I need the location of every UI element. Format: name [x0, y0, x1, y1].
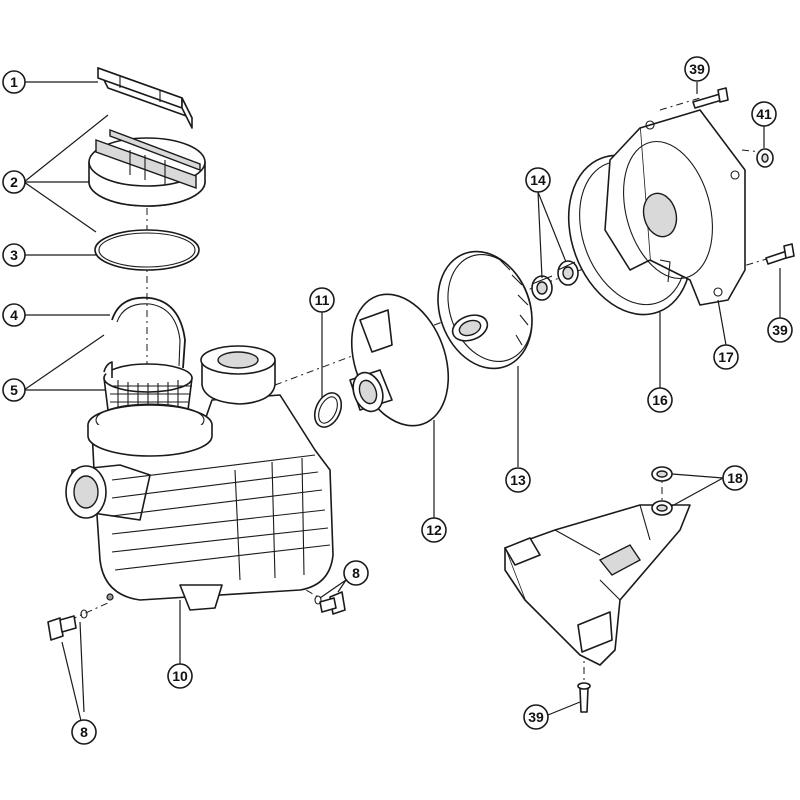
base-bracket-part [504, 504, 691, 666]
callout-10: 10 [167, 663, 193, 689]
callout-2: 2 [2, 170, 26, 194]
pump-lid-part [88, 128, 206, 207]
drain-plug-left-part [47, 609, 88, 641]
callout-39-bottom-label: 39 [528, 709, 544, 725]
handle-bar-part [97, 67, 193, 129]
callout-4: 4 [2, 303, 26, 327]
drain-plug-right-part [314, 591, 346, 615]
axis-drain-left [69, 601, 111, 621]
diffuser-o-ring-part [313, 392, 343, 428]
callout-39-bottom: 39 [523, 704, 549, 730]
callout-41: 41 [751, 101, 777, 127]
callout-1: 1 [2, 70, 26, 94]
shaft-seal-part [531, 260, 579, 301]
callout-18: 18 [722, 465, 748, 491]
impeller-part [437, 250, 533, 370]
callout-3-label: 3 [10, 247, 18, 263]
callout-11: 11 [309, 287, 335, 313]
bolt-top-part [692, 87, 729, 109]
callout-3: 3 [2, 243, 26, 267]
callout-41-label: 41 [756, 106, 772, 122]
basket-clip-part [111, 296, 186, 369]
callout-39-top-label: 39 [689, 61, 705, 77]
callout-14: 14 [525, 167, 551, 193]
callout-17-label: 17 [718, 349, 734, 365]
callout-18-label: 18 [727, 470, 743, 486]
callout-8-left-label: 8 [80, 724, 88, 740]
callout-5: 5 [2, 378, 26, 402]
axis-bolt-39-top [659, 97, 701, 111]
callout-13: 13 [505, 467, 531, 493]
callout-13-label: 13 [510, 472, 526, 488]
washer-part [756, 148, 774, 168]
callout-2-label: 2 [10, 174, 18, 190]
callout-8-right: 8 [343, 560, 369, 586]
callout-39-right-label: 39 [772, 322, 788, 338]
callout-5-label: 5 [10, 382, 18, 398]
bolt-right-part [765, 243, 795, 265]
callout-17: 17 [713, 344, 739, 370]
base-screw-part [577, 682, 591, 713]
callout-39-right: 39 [767, 317, 793, 343]
callout-16-label: 16 [652, 392, 668, 408]
callout-12-label: 12 [426, 522, 442, 538]
callout-39-top: 39 [684, 56, 710, 82]
axis-washer-41 [741, 149, 763, 153]
callout-11-label: 11 [315, 292, 330, 308]
callout-8-left: 8 [71, 719, 97, 745]
callout-10-label: 10 [172, 668, 188, 684]
callout-14-label: 14 [530, 172, 546, 188]
leader-lines [23, 81, 781, 726]
callout-12: 12 [421, 517, 447, 543]
callout-1-label: 1 [10, 74, 18, 90]
callout-8-right-label: 8 [352, 565, 360, 581]
callout-16: 16 [647, 387, 673, 413]
lid-o-ring-part [94, 229, 200, 271]
motor-adaptor-part [604, 109, 746, 306]
pump-housing-part [65, 345, 334, 611]
callout-4-label: 4 [10, 307, 18, 323]
diffuser-part [349, 293, 450, 427]
